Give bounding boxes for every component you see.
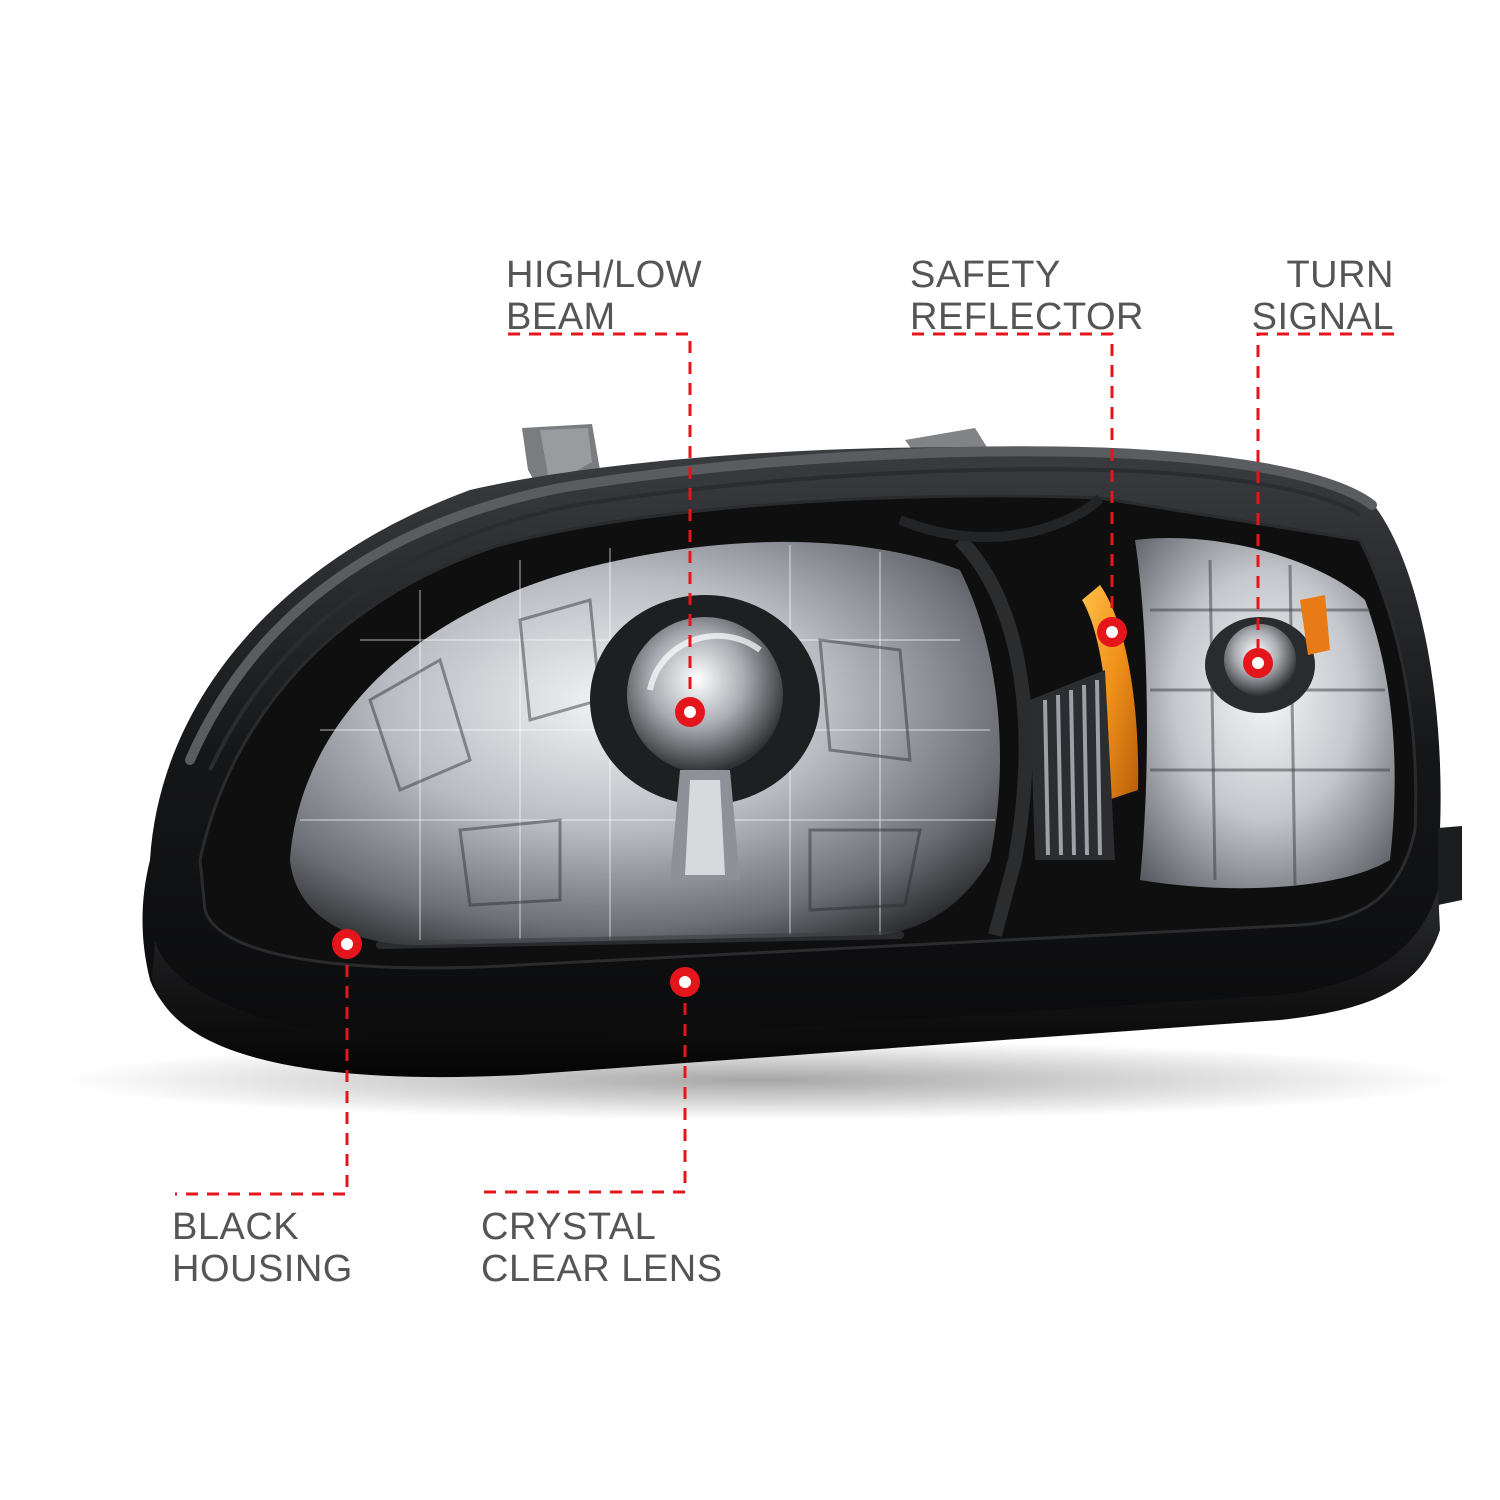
label-crystal-clear-lens: CRYSTAL CLEAR LENS (481, 1206, 723, 1290)
label-high-low-beam-line2: BEAM (506, 296, 616, 338)
label-safety-reflector-line2: REFLECTOR (910, 296, 1144, 338)
label-turn-signal: TURN SIGNAL (1252, 254, 1394, 338)
side-marker-ribs (1030, 670, 1115, 860)
callout-crystal-clear-lens (482, 967, 700, 1194)
housing-rim (185, 446, 1377, 765)
housing-trim (152, 890, 1440, 1078)
label-black-housing-line1: BLACK (172, 1206, 300, 1248)
label-turn-signal-line2: SIGNAL (1251, 296, 1394, 338)
turn-signal-reflector (1135, 538, 1395, 889)
label-high-low-beam: HIGH/LOW BEAM (506, 254, 702, 338)
label-crystal-clear-lens-line1: CRYSTAL (481, 1206, 657, 1248)
bezel-divider (955, 535, 1033, 937)
callout-high-low-beam (508, 332, 705, 727)
callout-turn-signal (1243, 332, 1394, 678)
connector-tab (1438, 826, 1462, 905)
callout-safety-reflector (912, 332, 1127, 647)
label-high-low-beam-line1: HIGH/LOW (506, 254, 703, 296)
label-crystal-clear-lens-line2: CLEAR LENS (481, 1248, 723, 1290)
label-safety-reflector-line1: SAFETY (910, 254, 1061, 296)
label-black-housing: BLACK HOUSING (172, 1206, 353, 1290)
label-black-housing-line2: HOUSING (172, 1248, 353, 1290)
label-turn-signal-line1: TURN (1286, 254, 1394, 296)
amber-safety-reflector (1082, 585, 1139, 800)
label-safety-reflector: SAFETY REFLECTOR (910, 254, 1144, 338)
callout-black-housing (175, 929, 362, 1196)
bulb-cap (627, 617, 783, 773)
